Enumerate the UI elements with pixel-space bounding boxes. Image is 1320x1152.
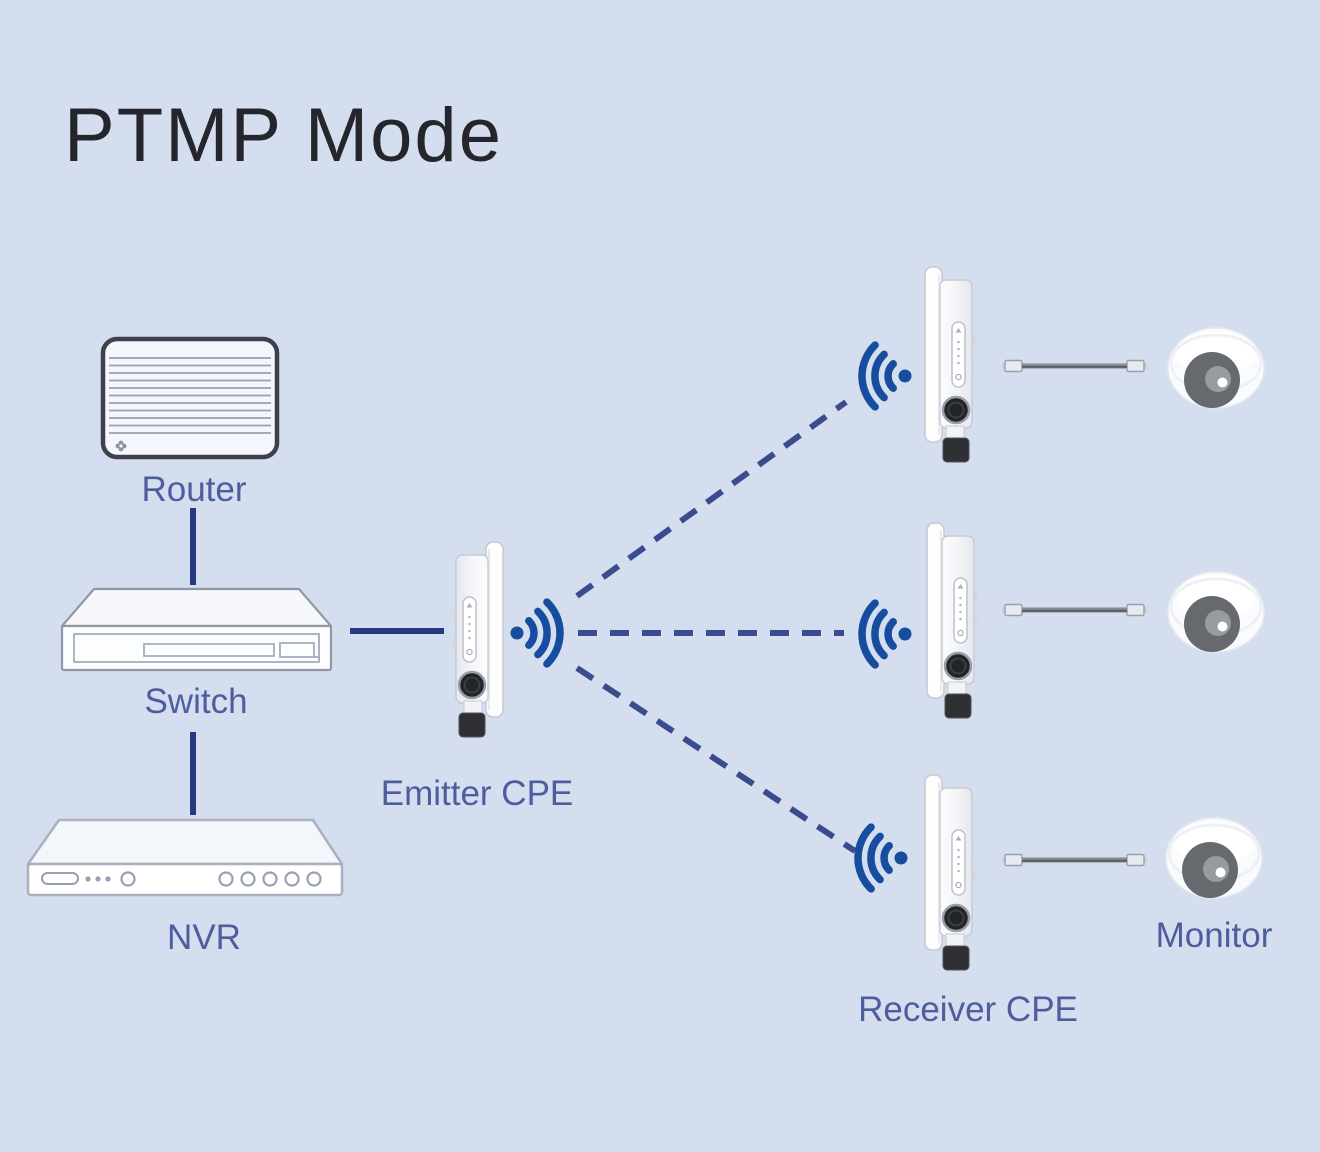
wireless-link-top — [575, 399, 848, 599]
receiver-cpe-icon-middle — [922, 518, 984, 723]
router-label: Router — [141, 470, 247, 509]
dome-camera-icon-top — [1166, 326, 1266, 418]
receiver-cpe-label: Receiver CPE — [858, 990, 1078, 1029]
ethernet-cable-icon-middle — [1002, 601, 1147, 619]
dome-camera-icon-bottom — [1164, 816, 1264, 908]
emitter-cpe-icon — [446, 537, 508, 742]
wifi-signal-icon-receiver-middle — [858, 594, 914, 674]
monitor-label: Monitor — [1155, 916, 1273, 955]
nvr-label: NVR — [167, 918, 241, 957]
page-title: PTMP Mode — [64, 93, 503, 178]
emitter-cpe-label: Emitter CPE — [380, 774, 574, 813]
router-logo-icon — [115, 440, 127, 452]
wifi-signal-icon-receiver-top — [858, 336, 914, 416]
dome-camera-icon-middle — [1166, 570, 1266, 662]
nvr-icon — [26, 818, 344, 897]
receiver-cpe-icon-bottom — [920, 770, 982, 975]
wireless-links — [575, 399, 857, 854]
wired-links — [190, 508, 444, 815]
receiver-cpe-icon-top — [920, 262, 982, 467]
ethernet-cable-icon-bottom — [1002, 851, 1147, 869]
switch-label: Switch — [144, 682, 248, 721]
ethernet-cable-icon-top — [1002, 357, 1147, 375]
router-icon — [100, 336, 280, 460]
wifi-signal-icon-emitter — [508, 593, 564, 673]
switch-icon — [60, 587, 333, 672]
wireless-link-bottom — [575, 665, 857, 854]
wifi-signal-icon-receiver-bottom — [854, 818, 910, 898]
